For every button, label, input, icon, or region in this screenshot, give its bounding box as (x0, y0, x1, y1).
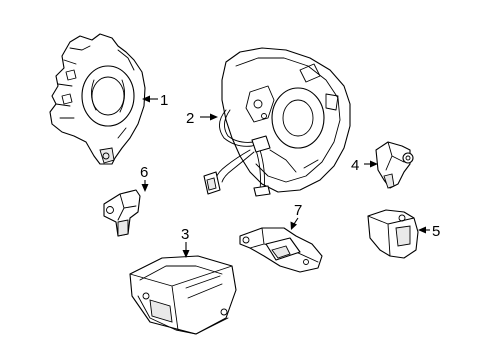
callout-5: 5 (432, 223, 440, 240)
callout-3: 3 (181, 226, 189, 243)
part-1-angle-sensor (49, 33, 146, 165)
part-4-sensor (375, 141, 414, 189)
callout-2: 2 (186, 110, 194, 127)
callout-6: 6 (140, 164, 148, 181)
callout-4: 4 (351, 157, 359, 174)
callout-leaders (141, 95, 430, 258)
callout-1: 1 (160, 92, 168, 109)
part-7-bracket-sensor (239, 227, 323, 273)
part-3-control-module (129, 255, 237, 335)
part-2-clock-spring (203, 47, 351, 197)
part-6-sensor (103, 189, 141, 237)
callout-labels: 1 2 3 4 5 6 7 (140, 92, 440, 243)
callout-7: 7 (294, 202, 302, 219)
part-5-sensor (367, 209, 419, 259)
